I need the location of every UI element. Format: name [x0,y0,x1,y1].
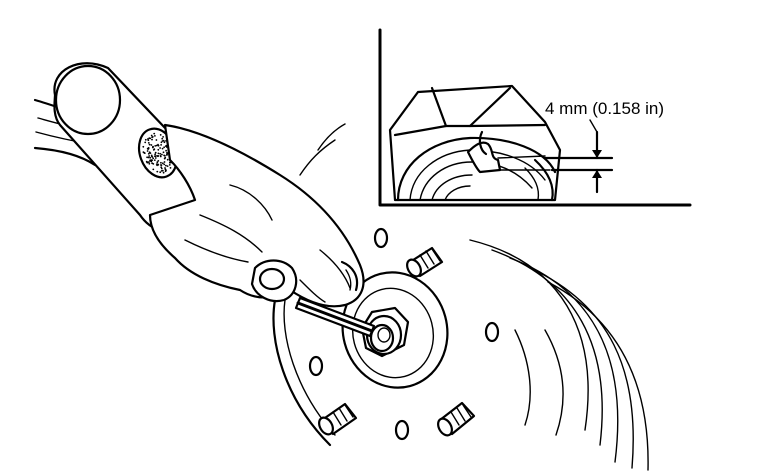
stipple-dot [148,162,151,165]
stipple-dot [150,155,153,158]
stipple-dot [164,168,167,171]
stipple-dot [164,167,166,169]
stipple-dot [165,164,167,167]
stipple-dot [146,150,149,152]
stipple-dot [153,132,156,135]
stipple-dot [160,164,162,166]
stipple-dot [159,134,162,136]
stipple-dot [163,141,166,144]
stipple-dot [161,162,164,165]
stipple-dot [164,154,166,157]
stipple-dot [157,152,160,155]
stipple-dot [157,148,160,151]
wheel-stud [437,401,476,437]
stipple-dot [155,139,158,141]
stipple-dot [162,136,165,138]
stipple-dot [157,160,160,162]
stipple-dot [152,145,154,148]
stipple-dot [153,159,156,162]
stipple-dot [148,143,151,146]
stipple-dot [149,159,151,162]
stipple-dot [166,153,168,156]
stipple-dot [166,158,169,161]
stipple-dot [161,137,164,140]
stipple-dot [149,137,152,140]
stipple-dot [149,156,152,159]
stipple-dot [160,167,163,170]
brake-rotor [272,123,649,471]
stipple-dot [169,161,171,164]
stipple-dot [151,138,153,141]
stipple-dot [148,161,151,163]
stipple-dot [163,146,166,149]
stipple-dot [155,144,158,147]
inset-detail: 4 mm (0.158 in) [378,28,692,207]
stipple-dot [154,155,157,158]
stipple-dot [163,161,166,163]
stipple-dot [159,152,162,155]
wheel-stud [406,246,444,278]
stipple-dot [145,160,148,163]
stipple-dot [156,161,159,164]
stipple-dot [169,167,172,169]
stipple-dot [168,164,171,166]
stipple-dot [147,142,150,144]
stipple-dot [152,157,155,160]
stipple-dot [146,156,149,159]
dimension-label: 4 mm (0.158 in) [545,99,664,118]
hub-nut [360,306,410,358]
stipple-dot [142,151,145,154]
stipple-dot [156,163,159,166]
stipple-dot [154,157,157,159]
stipple-dot [148,155,151,157]
stipple-dot [152,168,155,171]
stipple-dot [144,141,147,144]
stipple-dot [147,138,149,140]
stipple-dot [161,153,163,156]
stipple-dot [162,171,165,174]
hand-holding-punch [33,62,376,338]
stipple-dot [160,141,163,144]
stipple-dot [161,169,164,172]
stipple-dot [166,151,168,154]
grip-texture [142,132,174,174]
stipple-dot [159,147,162,149]
stipple-dot [152,163,155,165]
stipple-dot [142,145,145,148]
stipple-dot [159,155,162,157]
stipple-dot [156,170,159,173]
stipple-dot [154,135,156,137]
stipple-dot [161,140,164,142]
stipple-dot [147,147,150,150]
stipple-dot [163,163,166,166]
stipple-dot [149,152,152,155]
stipple-dot [166,165,169,168]
stipple-dot [144,138,147,141]
stipple-dot [154,145,157,147]
stipple-dot [165,149,168,152]
stipple-dot [150,144,153,146]
stipple-dot [151,136,154,139]
stipple-dot [156,155,158,157]
stipple-dot [163,157,166,160]
stipple-dot [152,149,155,151]
stipple-dot [154,153,157,156]
stipple-dot [151,159,154,162]
stipple-dot [161,147,164,150]
stipple-dot [162,151,165,154]
stipple-dot [147,156,150,159]
stipple-dot [160,144,163,146]
stipple-dot [159,171,162,174]
stipple-dot [154,151,157,154]
stipple-dot [160,161,162,164]
stipple-dot [157,143,159,146]
stipple-dot [147,152,150,155]
stipple-dot [150,134,153,137]
wheel-stud [318,402,358,436]
